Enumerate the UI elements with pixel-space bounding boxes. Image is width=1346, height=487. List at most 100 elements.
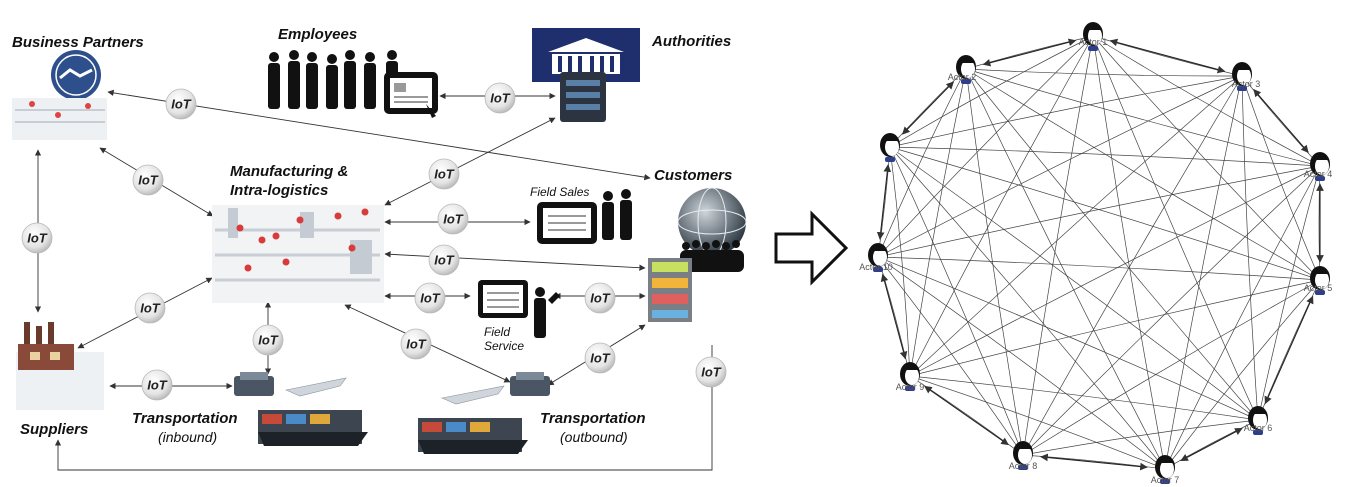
field-sales-icon <box>537 189 632 244</box>
actor-link <box>965 68 1243 77</box>
iot-bubble: IoT <box>21 222 53 254</box>
transform-arrow-icon <box>774 210 849 286</box>
actor-avatar-icon: Actor 7 <box>1151 455 1180 485</box>
iot-label: IoT <box>434 253 455 268</box>
retail-shelf-icon <box>648 258 692 322</box>
iot-label: IoT <box>590 351 611 366</box>
employees-label: Employees <box>278 26 357 43</box>
iot-bubble: IoT <box>428 244 460 276</box>
actor-link <box>909 75 1243 377</box>
actor-link <box>909 165 1321 377</box>
actor-ring-link <box>1040 453 1148 471</box>
iot-label: IoT <box>420 291 441 306</box>
actor-link <box>965 68 1321 281</box>
actor-link <box>1164 165 1321 470</box>
actor-avatar-icon: Actor 10 <box>859 243 893 272</box>
actor-ring-link <box>924 385 1009 446</box>
iot-bubble: IoT <box>132 164 164 196</box>
iot-label: IoT <box>590 291 611 306</box>
actor-ring-link <box>1109 38 1226 74</box>
customers-label: Customers <box>654 167 732 184</box>
transport-outbound-sublabel: (outbound) <box>560 429 628 445</box>
actor-link <box>889 146 1321 167</box>
iot-bubble: IoT <box>414 282 446 314</box>
actor-link <box>1022 35 1094 456</box>
actor-link <box>1241 75 1321 281</box>
actor-link <box>889 146 1321 281</box>
actor-ring-link <box>876 164 892 240</box>
actor-link <box>965 68 1321 167</box>
actor-label: Actor 7 <box>1151 475 1180 485</box>
left-labels: Business Partners Employees Authorities … <box>12 26 732 445</box>
actor-mesh-lines <box>877 35 1321 470</box>
business-partners-label: Business Partners <box>12 34 144 51</box>
actor-ring-arrows <box>876 38 1324 471</box>
actor-link <box>877 256 1321 281</box>
field-service-icon <box>478 280 560 338</box>
actor-label: Actor 8 <box>1009 461 1038 471</box>
actor-avatar-icon: Actor 2 <box>948 55 976 84</box>
actor-link <box>1022 279 1321 456</box>
actor-avatar-icon: Actor 3 <box>1232 62 1260 91</box>
actor-link <box>965 68 1024 456</box>
actor-label: Actor 6 <box>1244 423 1273 433</box>
actor-link <box>965 68 1166 470</box>
iot-bubble: IoT <box>428 158 460 190</box>
employees-icon <box>268 50 398 109</box>
actor-avatar-icon <box>880 133 900 162</box>
manufacturing-plant-icon <box>212 205 384 303</box>
actor-label: Actor 9 <box>896 382 925 392</box>
iot-label: IoT <box>27 231 48 246</box>
iot-bubble: IoT <box>695 356 727 388</box>
iot-bubble: IoT <box>252 324 284 356</box>
actor-ring-link <box>982 38 1077 67</box>
actor-link <box>889 146 911 377</box>
field-service-label-line2: Service <box>484 339 524 353</box>
actor-link <box>889 146 1166 470</box>
actor-avatar-icon: Actor 9 <box>896 362 925 392</box>
actor-link <box>1022 165 1321 456</box>
actor-ring-link <box>1180 427 1243 462</box>
actor-link <box>877 35 1094 258</box>
actor-link <box>1092 35 1321 167</box>
actor-link <box>877 68 967 258</box>
customers-globe-icon <box>677 187 747 272</box>
server-icon <box>560 72 606 122</box>
actor-link <box>889 35 1094 148</box>
transport-inbound-label: Transportation <box>132 410 238 427</box>
actor-link <box>909 279 1321 377</box>
actor-avatar-icon: Actor 8 <box>1009 441 1038 471</box>
actor-link <box>1164 279 1321 470</box>
actor-link <box>1092 35 1259 421</box>
iot-bubble: IoT <box>165 88 197 120</box>
iot-label: IoT <box>443 212 464 227</box>
actor-link <box>1022 75 1243 456</box>
iot-label: IoT <box>147 378 168 393</box>
actor-link <box>889 75 1243 148</box>
iot-bubble: IoT <box>584 282 616 314</box>
actor-link <box>1092 35 1166 470</box>
tablet-icon <box>384 72 438 118</box>
iot-bubbles: IoT IoT IoT IoT IoT IoT IoT IoT IoT IoT IoT IoT IoT I… <box>21 82 727 401</box>
actor-label: Actor 10 <box>859 262 893 272</box>
transport-outbound-label: Transportation <box>540 410 646 427</box>
manufacturing-label-line1: Manufacturing & <box>230 163 348 180</box>
iot-bubble: IoT <box>437 203 469 235</box>
field-service-label-line1: Field <box>484 325 510 339</box>
field-sales-label: Field Sales <box>530 185 589 199</box>
actor-link <box>877 75 1243 258</box>
iot-label: IoT <box>140 301 161 316</box>
iot-label: IoT <box>171 97 192 112</box>
iot-bubble: IoT <box>584 342 616 374</box>
iot-label: IoT <box>701 365 722 380</box>
iot-label: IoT <box>258 333 279 348</box>
actor-link <box>1022 419 1259 456</box>
transport-inbound-sublabel: (inbound) <box>158 429 217 445</box>
actor-link <box>889 146 1259 421</box>
actor-ring-link <box>880 273 908 360</box>
actor-avatar-icon: Actor 5 <box>1304 266 1332 295</box>
actor-avatar-icon: Actor 6 <box>1244 406 1273 435</box>
manufacturing-label-line2: Intra-logistics <box>230 182 328 199</box>
